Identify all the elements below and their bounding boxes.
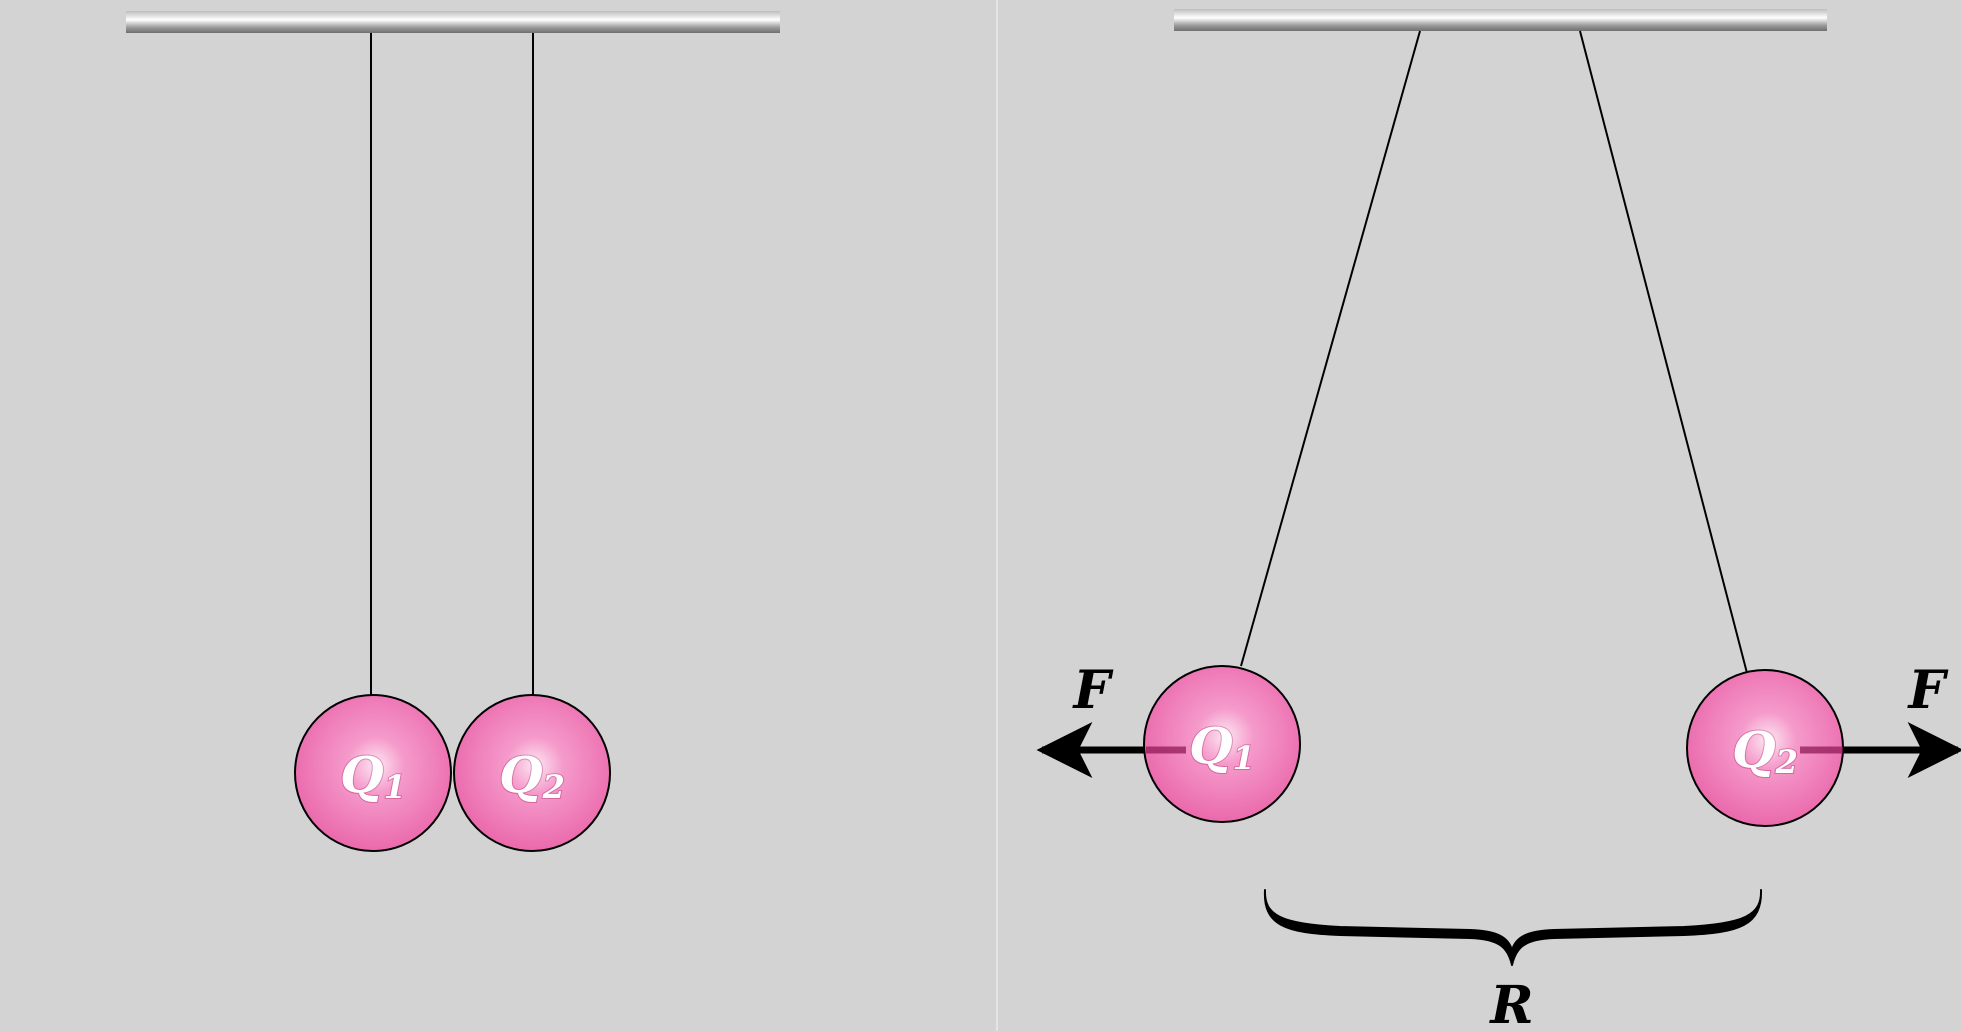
charge-ball-right-1: Q1 [1143, 665, 1301, 823]
charge-symbol: Q [1732, 720, 1776, 779]
svg-text:Q1: Q1 [1189, 716, 1255, 777]
distance-brace [1263, 889, 1763, 966]
svg-text:Q1: Q1 [340, 745, 406, 806]
support-rod-left [126, 11, 780, 33]
distance-label: R [1488, 975, 1533, 1031]
svg-text:Q2: Q2 [1732, 720, 1798, 781]
force-label-left: F [1072, 660, 1114, 721]
charge-index: 2 [542, 768, 565, 806]
charge-symbol: Q [340, 745, 384, 804]
thread-right-2 [1579, 30, 1748, 674]
charge-index: 1 [384, 768, 406, 806]
charge-ball-right-2: Q2 [1686, 669, 1844, 827]
charge-ball-left-1: Q1 [294, 694, 452, 852]
charge-index: 2 [1775, 743, 1798, 781]
right-panel: Q1 Q2 F F R [1036, 9, 1961, 1031]
force-label-right: F [1907, 660, 1949, 721]
support-rod-right [1174, 9, 1827, 31]
charge-index: 1 [1233, 739, 1255, 777]
charge-symbol: Q [499, 745, 543, 804]
left-panel: Q1 Q2 [126, 11, 780, 852]
charge-symbol: Q [1189, 716, 1233, 775]
svg-text:Q2: Q2 [499, 745, 565, 806]
thread-right-1 [1240, 30, 1421, 667]
charge-ball-left-2: Q2 [453, 694, 611, 852]
